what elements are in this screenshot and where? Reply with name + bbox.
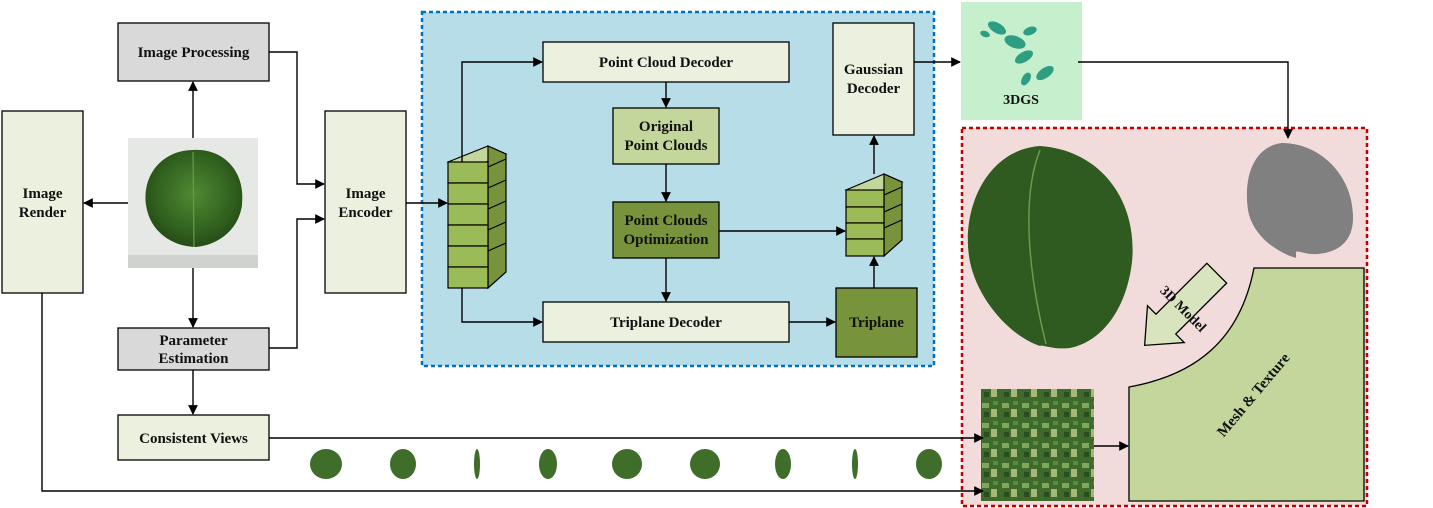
original-point-clouds-box (612, 107, 720, 165)
reconstructed-leaf-image (967, 146, 1133, 349)
consistent-views-box (117, 414, 270, 461)
gaussian-decoder-box (832, 22, 915, 136)
point-clouds-optimization-label-line1: Point Clouds (625, 213, 708, 229)
view-thumbnail (852, 449, 858, 479)
view-thumbnail (916, 449, 942, 479)
view-thumbnail (539, 449, 557, 479)
consistent-views-label: Consistent Views (139, 431, 248, 447)
triplane-label: Triplane (849, 315, 904, 331)
parameter-estimation-label-line1: Parameter (159, 333, 228, 349)
original-point-clouds-label-line1: Original (639, 119, 693, 135)
view-thumbnail (775, 449, 791, 479)
view-thumbnail (390, 449, 416, 479)
triplane-decoder-box (542, 301, 790, 343)
feature-stack-large (446, 145, 508, 290)
gs3d-label: 3DGS (1003, 93, 1039, 108)
triplane-decoder-label: Triplane Decoder (610, 315, 722, 331)
point-clouds-optimization-label-line2: Optimization (624, 232, 710, 248)
texture-map-image (981, 389, 1094, 501)
image-render-box (1, 110, 84, 294)
leaf-mask-image (1246, 143, 1354, 258)
image-encoder-label-line2: Encoder (338, 205, 393, 221)
view-thumbnail (474, 449, 480, 479)
point-clouds-optimization-box (612, 201, 720, 259)
point-cloud-decoder-label: Point Cloud Decoder (599, 55, 734, 71)
connectors (41, 51, 1293, 496)
view-thumbnail (690, 449, 720, 479)
input-leaf-image (128, 138, 258, 268)
image-processing-label: Image Processing (138, 45, 250, 61)
image-encoder-box (324, 110, 407, 294)
original-point-clouds-label-line2: Point Clouds (625, 138, 708, 154)
view-thumbnails (310, 449, 942, 479)
view-thumbnail (612, 449, 642, 479)
view-thumbnail (310, 449, 342, 479)
triplane-box (835, 287, 918, 358)
image-render-label-line2: Render (19, 205, 67, 221)
parameter-estimation-label-line2: Estimation (158, 351, 229, 367)
parameter-estimation-box (117, 327, 270, 371)
image-render-label-line1: Image (23, 186, 63, 202)
gaussian-decoder-label-line1: Gaussian (844, 62, 904, 78)
mesh-texture-shape (1128, 267, 1365, 502)
feature-stack-small (844, 173, 904, 258)
image-encoder-label-line1: Image (346, 186, 386, 202)
gaussian-decoder-label-line2: Decoder (847, 81, 901, 97)
gaussian-splat-icon (980, 21, 1054, 86)
model-3d-arrow (1143, 262, 1228, 347)
